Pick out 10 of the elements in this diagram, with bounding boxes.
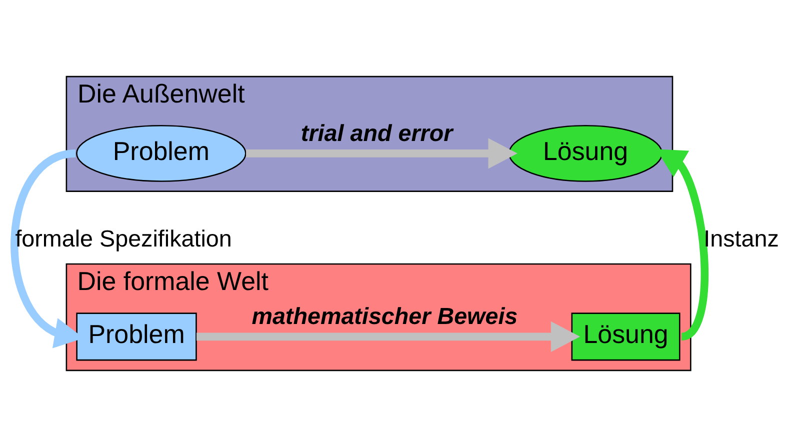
node-box: Problem [76, 312, 197, 360]
arrow [246, 138, 518, 168]
node-box: Lösung [571, 312, 680, 360]
node-ellipse: Lösung [508, 124, 663, 182]
edge-label: Instanz [704, 224, 779, 251]
node-ellipse: Problem [76, 124, 246, 182]
edge-label: trial and error [300, 119, 453, 146]
edge-label: formale Spezifikation [15, 224, 232, 251]
edge-label: mathematischer Beweis [252, 302, 518, 329]
arrow [196, 320, 580, 352]
